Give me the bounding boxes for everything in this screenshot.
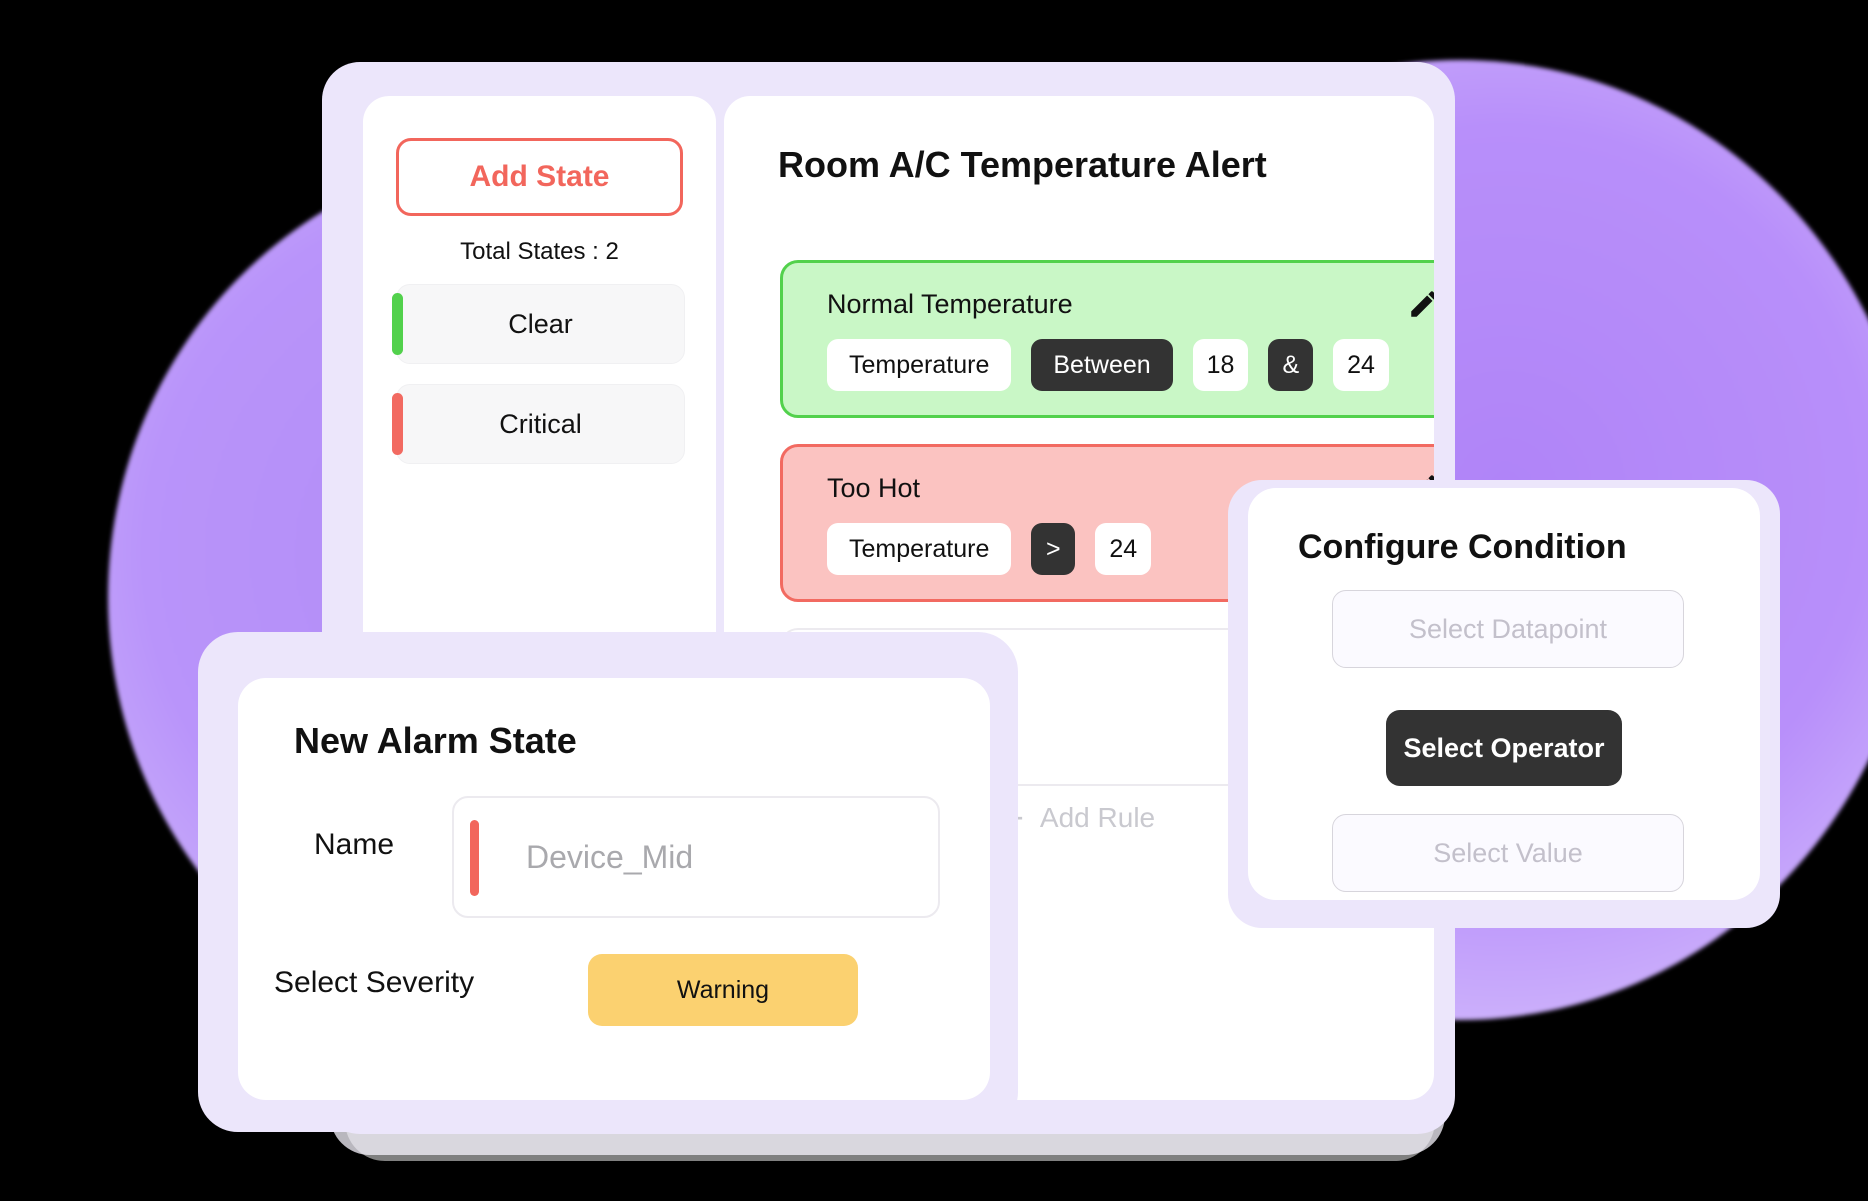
rule-chip-datapoint[interactable]: Temperature xyxy=(827,523,1012,575)
configure-condition-panel: Configure Condition Select Datapoint Sel… xyxy=(1248,488,1760,900)
select-value-field[interactable]: Select Value xyxy=(1332,814,1684,892)
rule-chip-operator[interactable]: > xyxy=(1031,523,1076,575)
rule-condition-chips: Temperature Between 18 & 24 xyxy=(827,339,1389,391)
page-title: Room A/C Temperature Alert xyxy=(778,144,1267,185)
total-states-count: Total States : 2 xyxy=(460,238,619,265)
add-state-label: Add State xyxy=(469,160,610,193)
new-alarm-state-dialog: New Alarm State Name Device_Mid Select S… xyxy=(238,678,990,1100)
rule-chip-value-low[interactable]: 18 xyxy=(1192,339,1249,391)
states-sidebar-panel: Add State Total States : 2 Clear Critica… xyxy=(363,96,716,1100)
rule-name: Too Hot xyxy=(827,473,921,503)
state-severity-bar-clear xyxy=(392,293,403,355)
state-list-item-critical[interactable]: Critical xyxy=(392,384,685,464)
add-rule-label: Add Rule xyxy=(1039,802,1156,833)
select-severity-label: Select Severity xyxy=(274,966,475,999)
name-field-label: Name xyxy=(313,828,395,861)
rule-card-normal-temperature[interactable]: Normal Temperature Temperature Between 1… xyxy=(780,260,1434,418)
rule-chip-value-high[interactable]: 24 xyxy=(1333,339,1389,391)
text-caret xyxy=(470,820,479,896)
add-state-button[interactable]: Add State xyxy=(396,138,683,216)
select-operator-button[interactable]: Select Operator xyxy=(1386,710,1622,786)
pencil-icon[interactable] xyxy=(1407,287,1434,321)
state-list-item-clear[interactable]: Clear xyxy=(392,284,685,364)
rule-chip-value[interactable]: 24 xyxy=(1095,523,1152,575)
rule-name: Normal Temperature xyxy=(827,289,1073,319)
rule-condition-chips: Temperature > 24 xyxy=(827,523,1152,575)
state-label: Clear xyxy=(508,308,573,339)
configure-condition-title: Configure Condition xyxy=(1298,528,1627,566)
rule-chip-datapoint[interactable]: Temperature xyxy=(827,339,1012,391)
state-label: Critical xyxy=(499,408,582,439)
state-severity-bar-critical xyxy=(392,393,403,455)
severity-select[interactable]: Warning xyxy=(588,954,858,1026)
name-input-placeholder: Device_Mid xyxy=(526,838,694,875)
name-input[interactable]: Device_Mid xyxy=(452,796,940,918)
rule-chip-operator[interactable]: Between xyxy=(1031,339,1173,391)
rule-chip-conjunction[interactable]: & xyxy=(1268,339,1314,391)
select-datapoint-field[interactable]: Select Datapoint xyxy=(1332,590,1684,668)
new-alarm-state-title: New Alarm State xyxy=(294,720,577,761)
